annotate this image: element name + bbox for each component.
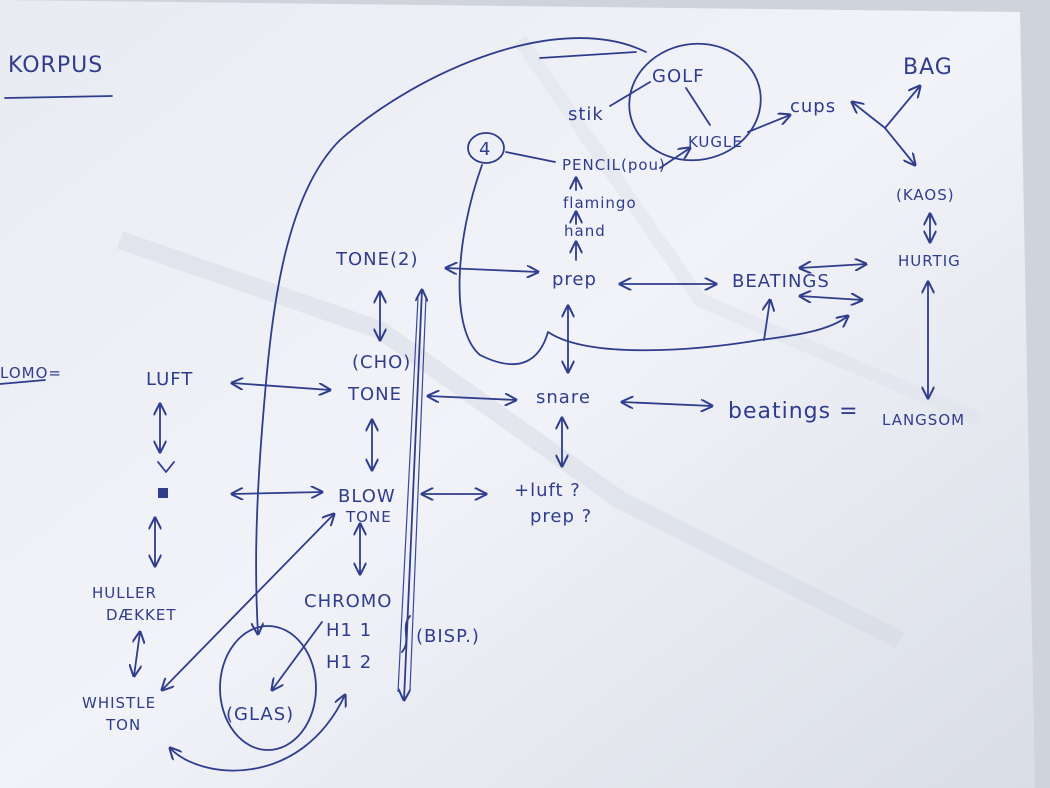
- arrow-beatings-hurtig-a: [800, 264, 866, 268]
- node-huller-1: HULLER: [92, 584, 157, 602]
- arrow-kugle-cups: [747, 115, 790, 133]
- golf-kugle-circle: [628, 42, 762, 162]
- arrow-to-cups: [852, 102, 886, 129]
- node-cups: cups: [790, 96, 836, 117]
- node-pencil: PENCIL(pou): [562, 156, 666, 174]
- loop-4-to-beatings: [458, 164, 848, 366]
- arrow-whistle-blow: [162, 514, 334, 690]
- arc-golf-to-glas: [256, 37, 647, 634]
- curve-whistle-glas: [170, 695, 345, 772]
- node-beatings-eq: beatings =: [728, 399, 859, 424]
- arrow-square-blow: [232, 492, 322, 494]
- title-underline: [4, 95, 113, 99]
- node-beatings: BEATINGS: [732, 271, 830, 292]
- node-chromo: CHROMO: [304, 591, 392, 612]
- arrow-chromo-glas: [272, 621, 323, 690]
- arrow-tone-snare: [428, 396, 516, 400]
- node-glas: (GLAS): [226, 704, 294, 725]
- title-korpus: KORPUS: [8, 53, 103, 78]
- node-whistle-2: TON: [105, 716, 141, 734]
- node-huller-2: DÆKKET: [106, 606, 176, 624]
- arrow-pencil-kugle: [659, 148, 690, 169]
- node-luft-prep-2: prep ?: [530, 506, 592, 527]
- node-snare: snare: [536, 387, 591, 408]
- link-stik-golf: [609, 81, 651, 107]
- double-line: [409, 295, 427, 691]
- circled-4-ring: [467, 132, 505, 164]
- node-luft-prep-1: +luft ?: [514, 480, 581, 501]
- node-bisp: (BISP.): [416, 626, 480, 647]
- arrow-snare-beatings: [622, 402, 712, 406]
- node-flamingo: flamingo: [563, 194, 637, 212]
- node-hurtig: HURTIG: [898, 252, 961, 270]
- node-hi1: H1 1: [326, 620, 372, 641]
- node-whistle-1: WHISTLE: [82, 694, 156, 712]
- node-tone: TONE: [347, 384, 402, 405]
- double-line: [397, 297, 419, 693]
- node-cho: (CHO): [352, 352, 411, 373]
- paper-crease: [117, 231, 905, 649]
- node-tone2: TONE(2): [335, 249, 419, 270]
- node-kaos: (KAOS): [896, 186, 955, 204]
- node-kugle: KUGLE: [688, 133, 743, 151]
- node-stik: stik: [568, 104, 604, 125]
- arrow-beatings-hurtig-b: [800, 296, 862, 300]
- filled-square-mark: [158, 488, 168, 498]
- arrow-huller-whistle: [134, 632, 140, 676]
- link-4-pencil: [505, 151, 556, 163]
- link-golf-kugle: [685, 87, 711, 126]
- node-circled-4: 4: [479, 139, 491, 160]
- node-blow: BLOW: [338, 486, 396, 507]
- node-bag: BAG: [903, 55, 953, 80]
- small-v-mark: [157, 461, 175, 473]
- node-hand: hand: [564, 222, 606, 240]
- edge-fragment: LOMO=: [0, 364, 62, 382]
- node-blow-tone: TONE: [345, 508, 392, 526]
- node-luft: LUFT: [146, 369, 193, 390]
- arrow-to-bag: [884, 86, 920, 129]
- node-hi2: H1 2: [326, 652, 372, 673]
- node-prep: prep: [552, 269, 597, 290]
- arrow-to-beatings: [764, 300, 770, 341]
- arrow-to-kaos: [884, 127, 915, 165]
- node-langsom: LANGSOM: [882, 411, 965, 429]
- edge-underline: [0, 379, 46, 385]
- arrow-tone2-bottom: [404, 290, 422, 700]
- node-golf: GOLF: [652, 66, 705, 87]
- arc-tail: [539, 51, 637, 59]
- arrow-luft-tone: [232, 383, 330, 390]
- arrow-tone2-prep: [446, 268, 538, 272]
- paper-crease: [514, 36, 983, 427]
